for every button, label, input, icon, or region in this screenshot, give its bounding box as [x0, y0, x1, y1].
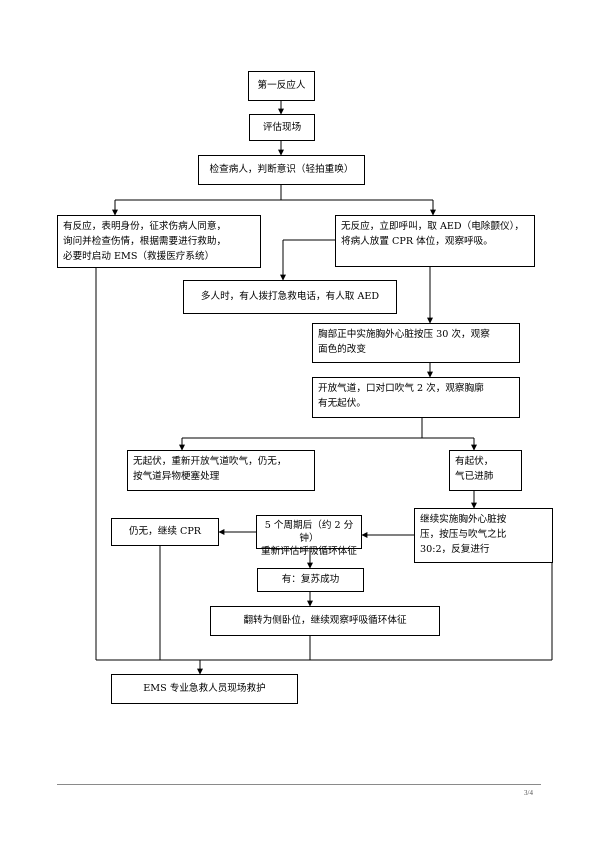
still-none-box: 仍无，继续 CPR [111, 518, 219, 546]
reassess-box: 5 个周期后（约 2 分钟） 重新评估呼吸循环体征 [256, 515, 362, 557]
unresponsive-box: 无反应，立即呼叫，取 AED（电除颤仪）， 将病人放置 CPR 体位，观察呼吸。 [335, 215, 535, 267]
recovery-position-box: 翻转为侧卧位，继续观察呼吸循环体征 [210, 606, 440, 636]
continue-compressions-box: 继续实施胸外心脏按 压，按压与吹气之比 30:2，反复进行 [414, 508, 553, 563]
check-patient-box: 检查病人，判断意识（轻拍重唤） [198, 155, 365, 185]
open-airway-box: 开放气道，口对口吹气 2 次，观察胸廓 有无起伏。 [312, 377, 520, 418]
first-responder-box: 第一反应人 [248, 71, 315, 101]
success-box: 有：复苏成功 [257, 568, 364, 592]
chest-compressions-box: 胸部正中实施胸外心脏按压 30 次，观察 面色的改变 [312, 323, 520, 363]
responsive-box: 有反应，表明身份，征求伤病人同意， 询问并检查伤情，根据需要进行救助， 必要时启… [57, 215, 261, 268]
rise-box: 有起伏， 气已进肺 [449, 450, 522, 491]
multiple-people-box: 多人时，有人拨打急救电话，有人取 AED [183, 280, 397, 314]
footer-rule [57, 784, 541, 785]
no-rise-box: 无起伏，重新开放气道吹气，仍无， 按气道异物梗塞处理 [127, 450, 315, 491]
ems-box: EMS 专业急救人员现场救护 [111, 674, 298, 704]
page-number: 3/4 [524, 789, 533, 797]
assess-scene-box: 评估现场 [249, 114, 315, 141]
